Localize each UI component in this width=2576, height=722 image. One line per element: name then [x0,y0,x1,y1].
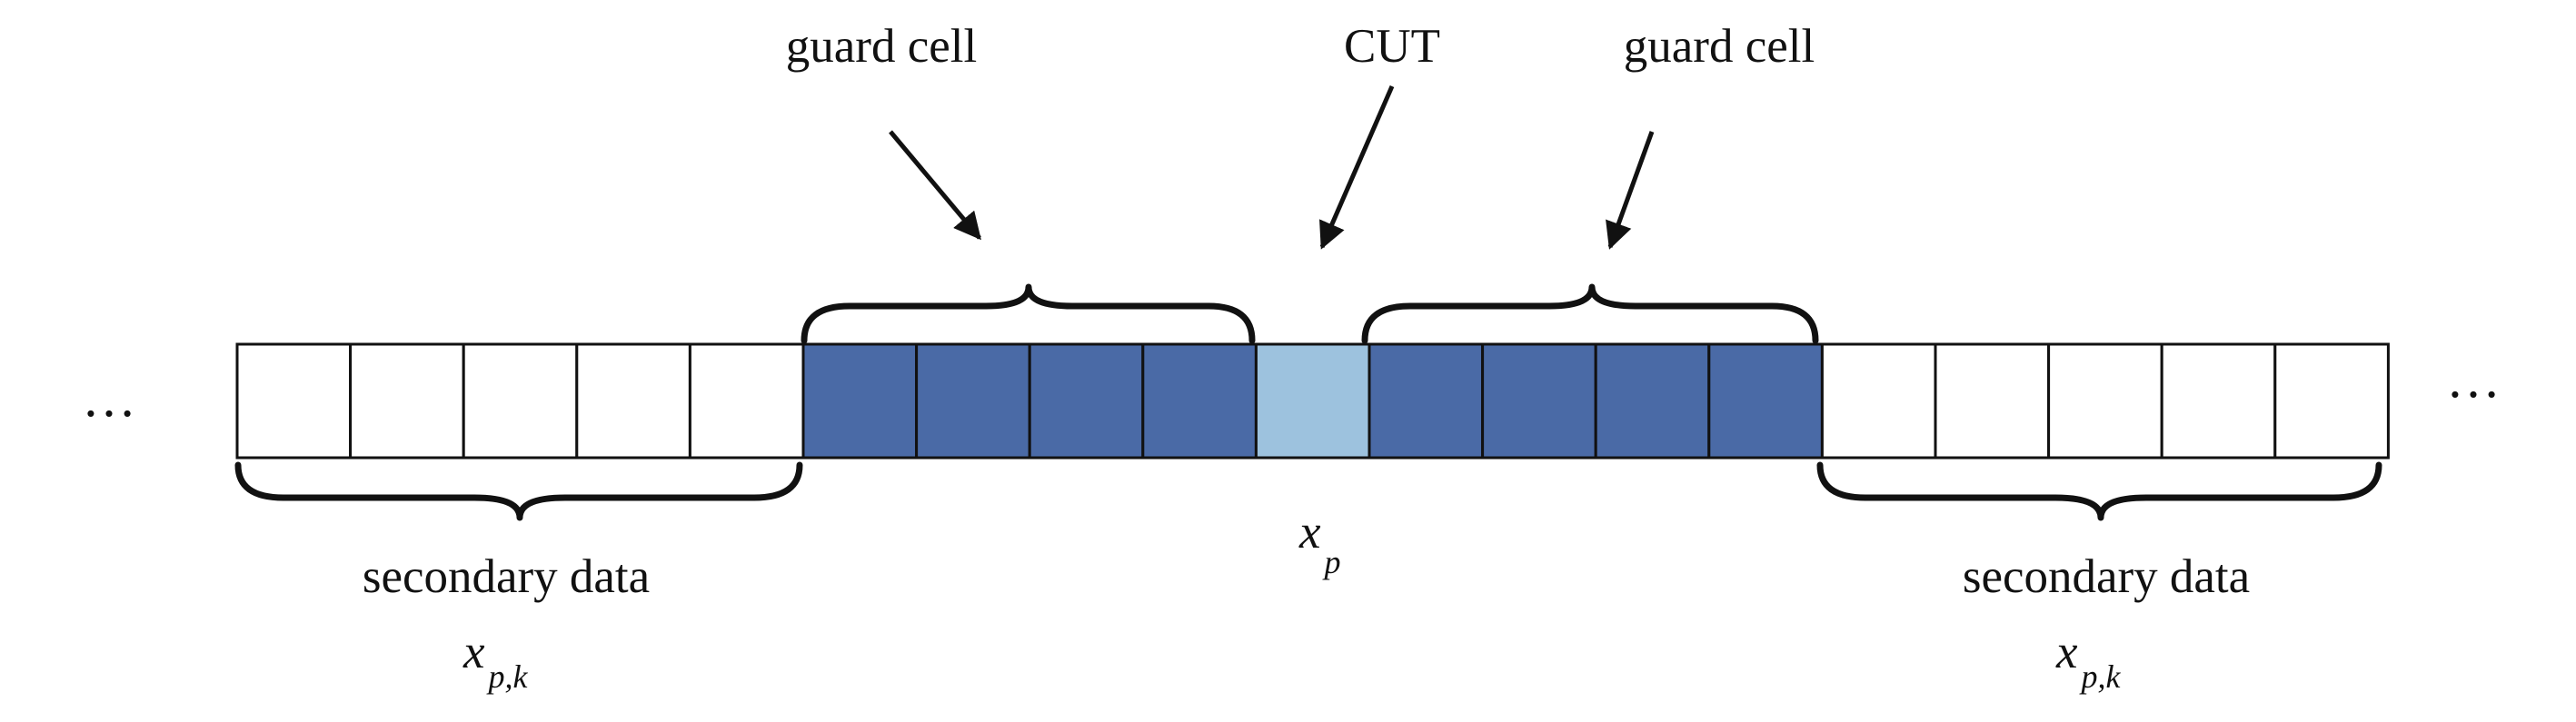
secondary-cell [2273,342,2390,460]
secondary-cell [2160,342,2277,460]
guard-cell [1594,342,1711,460]
secondary-right-brace [1816,461,2382,521]
secondary-cell [575,342,691,460]
secondary-data-right-label: secondary data [1963,550,2250,603]
guard-left-brace [801,283,1256,344]
xp-base: x [1298,506,1321,559]
guard-cell [915,342,1031,460]
secondary-cell [688,342,805,460]
guard-cell [1707,342,1824,460]
guard-cell [1141,342,1258,460]
ellipsis-right: … [2446,349,2501,409]
cut-label: CUT [1344,20,1440,73]
xp-symbol: xp [1298,506,1341,580]
xpk-left-base: x [462,626,485,678]
guard-cell-left-label: guard cell [786,20,977,73]
guard-right-arrow [1606,131,1655,250]
secondary-cell [235,342,353,460]
guard-right-brace [1361,283,1819,344]
secondary-cell [1934,342,2051,460]
xp-subscript: p [1322,544,1341,580]
guard-cell [1481,342,1597,460]
guard-left-arrow [889,130,981,241]
secondary-cell [2047,342,2163,460]
xpk-right-base: x [2055,626,2078,678]
xpk-left-subscript: p,k [486,658,529,695]
cut-cell [1254,342,1371,460]
guard-cell-right-label: guard cell [1624,20,1815,73]
cell-row [235,342,2390,460]
secondary-data-left-label: secondary data [363,550,650,603]
guard-cell [1368,342,1485,460]
secondary-cell [462,342,579,460]
ellipsis-left: … [82,368,136,428]
secondary-cell [349,342,465,460]
guard-cell [801,342,919,460]
secondary-cell [1820,342,1937,460]
guard-cell [1028,342,1145,460]
xpk-right-subscript: p,k [2079,658,2122,695]
cut-arrow [1319,85,1395,250]
secondary-left-brace [234,461,803,521]
